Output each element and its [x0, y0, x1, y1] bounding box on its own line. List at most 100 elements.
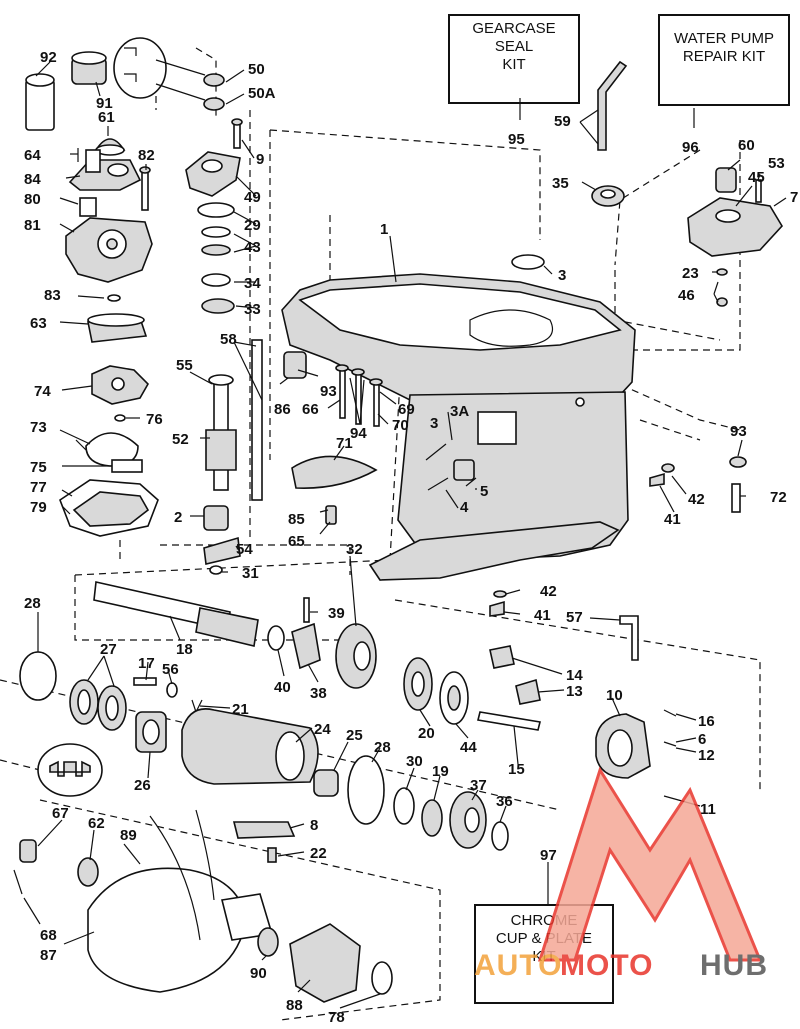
label-85: 85: [288, 511, 305, 528]
label-80: 80: [24, 191, 41, 208]
part-31-nut: [209, 565, 223, 575]
label-28-right: 28: [374, 739, 391, 756]
label-82: 82: [138, 147, 155, 164]
part-77-79-plate-gasket: [59, 479, 159, 537]
part-36-washer: [491, 821, 509, 851]
part-83-oring: [107, 294, 121, 302]
part-63-impeller-cup: [87, 313, 148, 343]
part-84-pump-housing-top: [68, 148, 142, 191]
part-57-shift-rod: [619, 615, 639, 661]
label-52: 52: [172, 431, 189, 448]
part-4-screw: [427, 477, 449, 491]
label-14: 14: [566, 667, 583, 684]
gearcase-seal-kit-label: GEARCASE SEAL KIT: [472, 20, 556, 73]
label-50: 50: [248, 61, 265, 78]
label-3-top: 3: [558, 267, 566, 284]
part-50-seal-detail: [113, 37, 225, 111]
label-44: 44: [460, 739, 477, 756]
watermark-moto: MOTO: [560, 949, 653, 982]
part-66-94-bolts: [335, 364, 365, 425]
part-62-spacer: [77, 857, 99, 887]
part-3-screw: [425, 443, 447, 461]
gearcase-housing: [281, 273, 636, 581]
part-19-washer: [421, 799, 443, 837]
part-17-bolt: [133, 677, 157, 686]
water-pump-kit-label: WATER PUMP REPAIR KIT: [674, 30, 774, 65]
label-58: 58: [220, 331, 237, 348]
part-37-reverse-gear: [449, 791, 487, 849]
part-91-grommet: [71, 51, 107, 85]
part-54-pinion: [203, 536, 241, 565]
label-61: 61: [98, 109, 115, 126]
part-60-grommet: [715, 167, 737, 193]
part-81-pump-body: [65, 217, 153, 283]
part-75-plate: [111, 459, 143, 473]
part-14-13-cam: [489, 645, 541, 705]
gearcase-window: [477, 411, 517, 445]
part-44-washer: [439, 671, 469, 725]
label-15: 15: [508, 761, 525, 778]
part-16-6-12-pins: [663, 709, 677, 747]
leader-lines: [23, 61, 787, 1009]
label-78: 78: [328, 1009, 345, 1026]
part-93-washer-right: [729, 456, 747, 468]
part-61-pump-cap: [94, 138, 126, 156]
label-6: 6: [698, 731, 706, 748]
label-84: 84: [24, 171, 41, 188]
label-91: 91: [96, 95, 113, 112]
label-83: 83: [44, 287, 61, 304]
label-97: 97: [540, 847, 557, 864]
label-8: 8: [310, 817, 318, 834]
label-45: 45: [748, 169, 765, 186]
label-88: 88: [286, 997, 303, 1014]
label-46: 46: [678, 287, 695, 304]
part-76-oring: [114, 414, 126, 422]
label-39: 39: [328, 605, 345, 622]
part-26-bearing: [135, 711, 167, 753]
label-32: 32: [346, 541, 363, 558]
part-30-washer: [393, 787, 415, 825]
watermark-hub: HUB: [700, 949, 768, 982]
gearcase-seal-kit-box: [438, 4, 580, 104]
label-25: 25: [346, 727, 363, 744]
label-72: 72: [770, 489, 787, 506]
label-4: 4: [460, 499, 469, 516]
part-15-shaft: [477, 711, 541, 731]
part-10-bearing-housing: [595, 713, 651, 779]
label-3a: 3A: [450, 403, 469, 420]
label-63: 63: [30, 315, 47, 332]
label-95: 95: [508, 131, 525, 148]
part-22-screw: [267, 847, 277, 863]
label-64: 64: [24, 147, 41, 164]
label-24: 24: [314, 721, 331, 738]
label-77: 77: [30, 479, 47, 496]
part-78-washer: [371, 961, 393, 995]
label-75: 75: [30, 459, 47, 476]
label-87: 87: [40, 947, 57, 964]
label-21: 21: [232, 701, 249, 718]
label-28-left: 28: [24, 595, 41, 612]
part-28-oring-right: [347, 755, 385, 825]
label-40: 40: [274, 679, 291, 696]
part-90-washer: [257, 927, 279, 957]
label-62: 62: [88, 815, 105, 832]
part-74-impeller: [91, 365, 149, 405]
part-82-bolt: [139, 166, 151, 211]
label-90: 90: [250, 965, 267, 982]
label-67: 67: [52, 805, 69, 822]
part-68-cotter-pin: [13, 869, 23, 895]
label-41-mid: 41: [534, 607, 551, 624]
label-74: 74: [34, 383, 51, 400]
part-9-screw: [231, 118, 243, 149]
label-96: 96: [682, 139, 699, 156]
label-30: 30: [406, 753, 423, 770]
part-3-oring-top: [511, 254, 545, 270]
part-35-seal: [591, 185, 625, 207]
label-5: 5: [480, 483, 488, 500]
label-53: 53: [768, 155, 785, 172]
part-39-pin: [303, 597, 310, 623]
part-45-pump-base: [687, 197, 783, 257]
label-36: 36: [496, 793, 513, 810]
part-55-52-driveshaft: [205, 374, 237, 491]
